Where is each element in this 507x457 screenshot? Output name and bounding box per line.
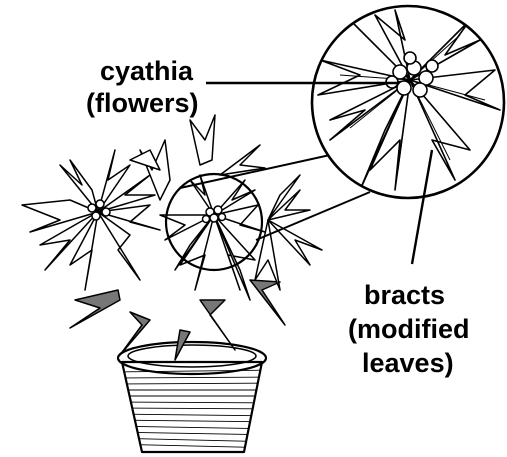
bracts-label: bracts	[364, 280, 445, 310]
cyathia-label: cyathia	[100, 56, 194, 86]
bracts-sublabel-2: leaves)	[362, 348, 454, 378]
magnified-view	[312, 6, 504, 198]
poinsettia-plant	[22, 115, 322, 360]
cyathia-sublabel: (flowers)	[86, 88, 199, 118]
bracts-sublabel-1: (modified	[348, 314, 470, 344]
flower-pot	[110, 342, 280, 452]
